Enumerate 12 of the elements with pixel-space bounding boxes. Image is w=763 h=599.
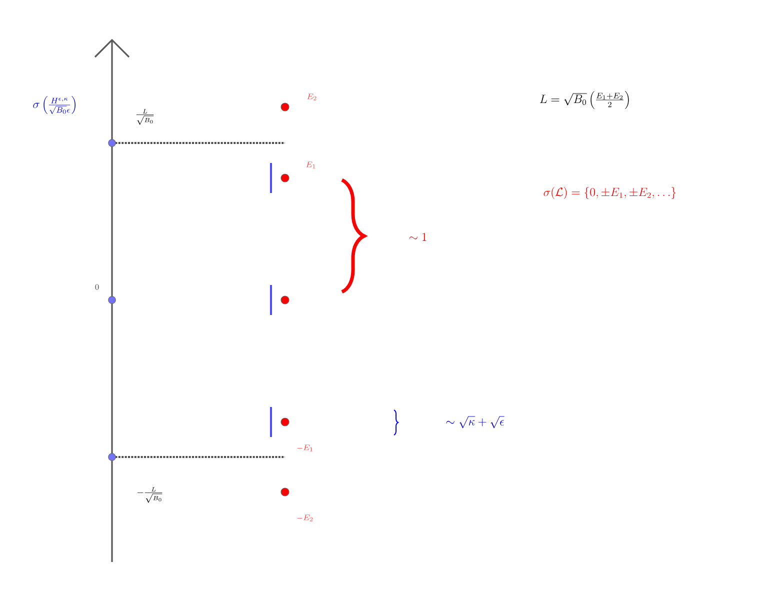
math-label: $-\frac{L}{\sqrt{B_0}}$ bbox=[137, 487, 162, 503]
math-label: $L=\sqrt{B_0}\left(\frac{E_1+E_2}{2}\right)$ bbox=[540, 91, 629, 109]
math-label: $\sim 1$ bbox=[409, 232, 426, 241]
math-label: $\frac{L}{\sqrt{B_0}}$ bbox=[136, 109, 154, 125]
math-label: $0$ bbox=[95, 284, 99, 290]
math-label: $E_1$ bbox=[306, 162, 316, 168]
math-label: $\sigma\left(\frac{H^{\epsilon,\kappa}}{\sqrt{B_0}\epsilon}\right)$ bbox=[33, 96, 76, 114]
math-label: $\sim\sqrt{\kappa}+\sqrt{\epsilon}$ bbox=[446, 416, 504, 428]
math-label: $-E_1$ bbox=[297, 444, 312, 452]
math-label: $\sigma(\mathcal{L})=\{0,\pm E_1,\pm E_2,\ldots\}$ bbox=[544, 187, 676, 199]
math-label: $E_2$ bbox=[307, 94, 316, 100]
math-label: $-E_2$ bbox=[297, 514, 313, 522]
